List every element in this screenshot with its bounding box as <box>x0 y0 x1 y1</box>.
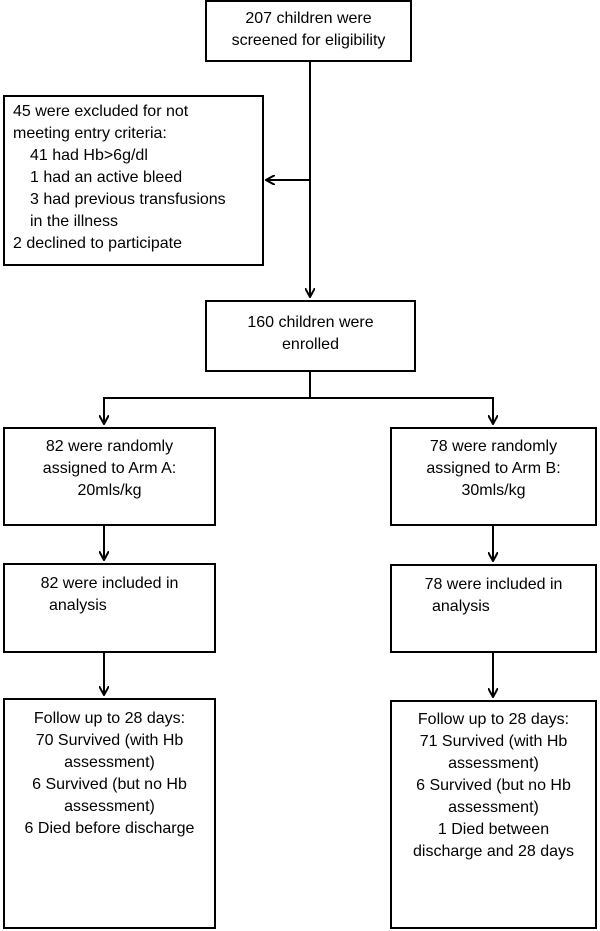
arm-b-followup-box: Follow up to 28 days: 71 Survived (with … <box>390 700 597 929</box>
arm-b-assigned-line: 78 were randomly <box>429 438 558 455</box>
arm-a-assigned-line: assigned to Arm A: <box>42 460 177 477</box>
arm-a-followup-line: 6 Died before discharge <box>24 820 195 837</box>
arm-a-followup-line: assessment) <box>64 754 155 771</box>
arm-a-followup-line: Follow up to 28 days: <box>33 710 186 727</box>
arm-b-assigned-box: 78 were randomly assigned to Arm B: 30ml… <box>390 427 597 526</box>
excluded-box: 45 were excluded for not meeting entry c… <box>3 95 264 266</box>
arm-a-assigned-line: 82 were randomly <box>45 438 174 455</box>
arm-b-followup-line: Follow up to 28 days: <box>417 711 570 728</box>
screened-line: 207 children were <box>245 10 372 27</box>
excluded-line: in the illness <box>30 213 119 230</box>
arm-b-followup-line: 6 Survived (but no Hb <box>416 777 571 794</box>
arm-a-followup-line: 6 Survived (but no Hb <box>32 776 187 793</box>
arm-a-followup-line: 70 Survived (with Hb <box>35 732 184 749</box>
arm-a-analysis-box: 82 were included in analysis <box>3 563 216 653</box>
arm-b-assigned-line: 30mls/kg <box>461 482 526 499</box>
excluded-line: 41 had Hb>6g/dl <box>30 147 148 164</box>
arm-a-assigned-box: 82 were randomly assigned to Arm A: 20ml… <box>3 427 216 526</box>
enrolled-line: enrolled <box>282 336 339 353</box>
excluded-line: 3 had previous transfusions <box>30 191 226 208</box>
arm-b-analysis-line: analysis <box>432 598 490 615</box>
enrolled-line: 160 children were <box>247 314 374 331</box>
arm-b-followup-line: assessment) <box>448 799 539 816</box>
excluded-line: meeting entry criteria: <box>13 125 167 142</box>
screened-box: 207 children were screened for eligibili… <box>205 0 412 62</box>
arm-a-analysis-line: analysis <box>49 597 107 614</box>
excluded-line: 45 were excluded for not <box>13 103 189 120</box>
arm-a-followup-line: assessment) <box>64 798 155 815</box>
arm-b-followup-line: 71 Survived (with Hb <box>419 733 568 750</box>
arm-b-followup-line: 1 Died between <box>437 821 550 838</box>
excluded-line: 1 had an active bleed <box>30 169 183 186</box>
arm-b-followup-line: discharge and 28 days <box>413 843 574 860</box>
arm-a-followup-box: Follow up to 28 days: 70 Survived (with … <box>3 698 216 929</box>
arm-b-followup-line: assessment) <box>448 755 539 772</box>
arm-b-assigned-line: assigned to Arm B: <box>426 460 561 477</box>
enrolled-box: 160 children were enrolled <box>205 300 416 372</box>
screened-line: screened for eligibility <box>231 32 386 49</box>
arm-a-assigned-line: 20mls/kg <box>77 482 142 499</box>
arm-a-analysis-line: 82 were included in <box>40 575 179 592</box>
arm-b-analysis-line: 78 were included in <box>424 576 563 593</box>
arm-b-analysis-box: 78 were included in analysis <box>390 564 597 653</box>
excluded-line: 2 declined to participate <box>13 235 182 252</box>
